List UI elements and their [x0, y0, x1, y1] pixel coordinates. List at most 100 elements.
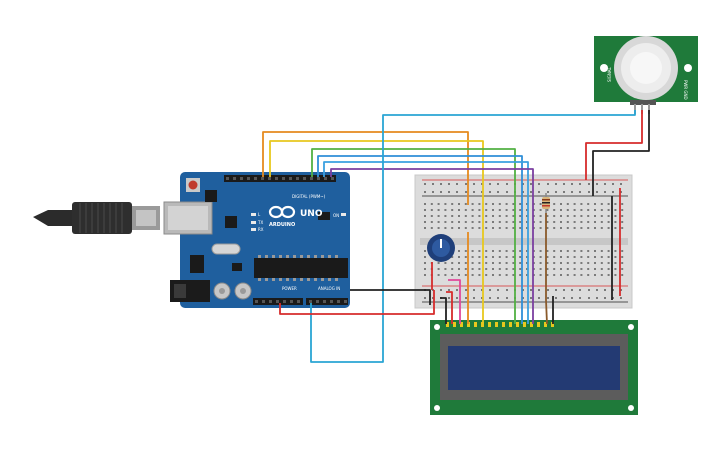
breadboard-hole[interactable] [539, 256, 542, 258]
header-pin[interactable] [337, 300, 340, 303]
breadboard-hole[interactable] [424, 297, 426, 299]
header-pin[interactable] [331, 177, 334, 180]
breadboard-hole[interactable] [571, 297, 573, 299]
breadboard-hole[interactable] [464, 203, 467, 205]
breadboard-hole[interactable] [600, 262, 603, 264]
breadboard-hole[interactable] [519, 268, 522, 270]
breadboard-hole[interactable] [498, 250, 501, 252]
breadboard-hole[interactable] [573, 215, 576, 217]
header-pin[interactable] [283, 300, 286, 303]
breadboard-hole[interactable] [621, 274, 624, 276]
breadboard-hole[interactable] [451, 209, 454, 211]
breadboard-hole[interactable] [430, 221, 433, 223]
breadboard-hole[interactable] [579, 191, 581, 193]
header-pin[interactable] [276, 300, 279, 303]
breadboard-hole[interactable] [580, 268, 583, 270]
breadboard-hole[interactable] [596, 191, 598, 193]
breadboard-hole[interactable] [437, 203, 440, 205]
breadboard-hole[interactable] [478, 209, 481, 211]
breadboard-hole[interactable] [473, 183, 475, 185]
breadboard-hole[interactable] [498, 274, 501, 276]
breadboard-hole[interactable] [546, 209, 549, 211]
breadboard-hole[interactable] [512, 250, 515, 252]
breadboard-hole[interactable] [587, 256, 590, 258]
breadboard-hole[interactable] [485, 268, 488, 270]
breadboard-hole[interactable] [497, 289, 499, 291]
breadboard-hole[interactable] [539, 274, 542, 276]
header-pin[interactable] [233, 177, 236, 180]
breadboard-hole[interactable] [519, 209, 522, 211]
breadboard-hole[interactable] [553, 203, 556, 205]
breadboard-hole[interactable] [580, 274, 583, 276]
lcd-pin[interactable] [460, 322, 463, 327]
breadboard-hole[interactable] [448, 289, 450, 291]
breadboard-hole[interactable] [485, 209, 488, 211]
breadboard-hole[interactable] [456, 183, 458, 185]
breadboard-hole[interactable] [530, 191, 532, 193]
breadboard-hole[interactable] [600, 274, 603, 276]
breadboard-hole[interactable] [498, 203, 501, 205]
breadboard-hole[interactable] [464, 274, 467, 276]
breadboard-hole[interactable] [526, 221, 528, 223]
breadboard-hole[interactable] [526, 250, 528, 252]
breadboard-hole[interactable] [448, 183, 450, 185]
lcd-pin[interactable] [453, 322, 456, 327]
breadboard-hole[interactable] [424, 274, 426, 276]
breadboard-hole[interactable] [424, 227, 426, 229]
breadboard-hole[interactable] [546, 221, 549, 223]
breadboard-hole[interactable] [505, 227, 508, 229]
breadboard-hole[interactable] [607, 203, 610, 205]
breadboard-hole[interactable] [464, 215, 467, 217]
breadboard-hole[interactable] [566, 268, 569, 270]
breadboard-hole[interactable] [481, 183, 483, 185]
breadboard-hole[interactable] [526, 215, 528, 217]
header-pin[interactable] [289, 177, 292, 180]
breadboard-hole[interactable] [485, 203, 488, 205]
breadboard-hole[interactable] [498, 227, 501, 229]
breadboard-hole[interactable] [444, 227, 447, 229]
breadboard-hole[interactable] [485, 215, 488, 217]
breadboard-hole[interactable] [471, 256, 474, 258]
breadboard-hole[interactable] [588, 183, 590, 185]
breadboard-hole[interactable] [526, 274, 528, 276]
breadboard-hole[interactable] [604, 183, 606, 185]
breadboard-hole[interactable] [594, 256, 596, 258]
breadboard-hole[interactable] [492, 268, 494, 270]
breadboard-hole[interactable] [620, 183, 622, 185]
breadboard-hole[interactable] [458, 256, 460, 258]
breadboard-hole[interactable] [555, 297, 557, 299]
breadboard-hole[interactable] [492, 256, 494, 258]
breadboard-hole[interactable] [432, 183, 434, 185]
breadboard-hole[interactable] [594, 250, 596, 252]
potentiometer[interactable] [427, 234, 455, 262]
breadboard-hole[interactable] [539, 227, 542, 229]
breadboard-hole[interactable] [430, 215, 433, 217]
breadboard-hole[interactable] [440, 191, 442, 193]
breadboard-hole[interactable] [437, 262, 440, 264]
breadboard-hole[interactable] [451, 215, 454, 217]
wire-blue-1[interactable] [317, 155, 523, 324]
breadboard-hole[interactable] [594, 227, 596, 229]
breadboard-hole[interactable] [573, 203, 576, 205]
breadboard-hole[interactable] [481, 191, 483, 193]
lcd-pin[interactable] [509, 322, 512, 327]
header-pin[interactable] [317, 177, 320, 180]
breadboard-hole[interactable] [492, 203, 494, 205]
breadboard-hole[interactable] [607, 268, 610, 270]
breadboard-hole[interactable] [538, 297, 540, 299]
breadboard-hole[interactable] [458, 250, 460, 252]
breadboard-hole[interactable] [621, 215, 624, 217]
breadboard-hole[interactable] [553, 274, 556, 276]
breadboard-hole[interactable] [607, 256, 610, 258]
breadboard-hole[interactable] [498, 209, 501, 211]
breadboard-hole[interactable] [526, 256, 528, 258]
breadboard-hole[interactable] [553, 256, 556, 258]
resistor[interactable] [542, 193, 550, 213]
breadboard-hole[interactable] [607, 227, 610, 229]
breadboard-hole[interactable] [451, 203, 454, 205]
breadboard-hole[interactable] [547, 183, 549, 185]
breadboard-hole[interactable] [464, 256, 467, 258]
header-pin[interactable] [297, 300, 300, 303]
breadboard-hole[interactable] [571, 289, 573, 291]
breadboard-hole[interactable] [505, 250, 508, 252]
